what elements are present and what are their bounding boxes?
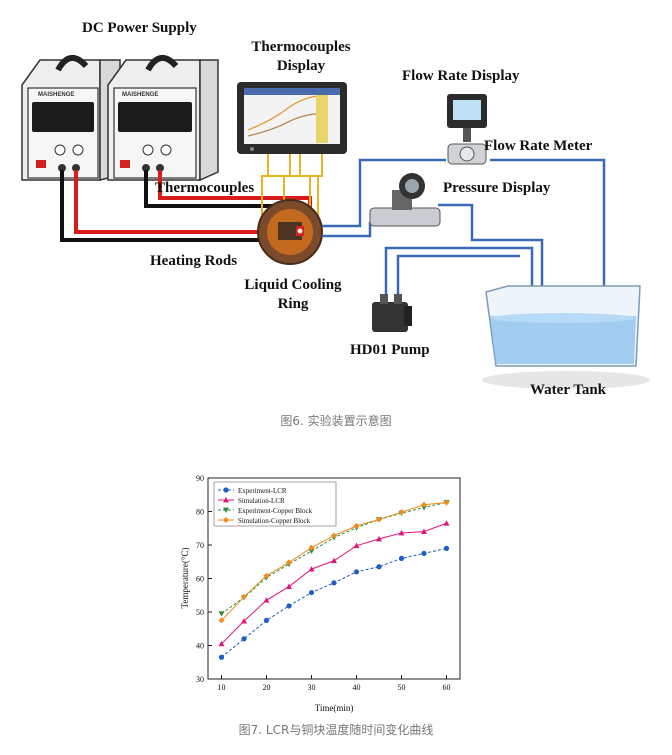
axis-ticks: 10 20 30 40 50 60 30 40 50 60 70 80 90 bbox=[196, 474, 451, 692]
caption-figure-7: 图7. LCR与铜块温度随时间变化曲线 bbox=[238, 723, 434, 737]
label-flow-rate-meter: Flow Rate Meter bbox=[484, 138, 593, 154]
data-point bbox=[398, 555, 405, 561]
data-point bbox=[443, 545, 450, 551]
label-thermocouples: Thermocouples bbox=[155, 180, 255, 196]
x-tick-label: 60 bbox=[443, 683, 451, 692]
thermocouple-wires bbox=[261, 154, 323, 215]
data-point bbox=[308, 544, 315, 551]
data-point bbox=[331, 532, 337, 539]
y-tick-label: 30 bbox=[196, 675, 204, 684]
y-tick-label: 90 bbox=[196, 474, 204, 483]
legend-swatch-marker bbox=[223, 487, 229, 493]
data-point bbox=[331, 557, 337, 564]
data-point bbox=[308, 566, 315, 572]
y-axis-label: Temperature(°C) bbox=[180, 548, 190, 609]
label-heating-rods: Heating Rods bbox=[150, 253, 238, 269]
x-axis-label: Time(min) bbox=[315, 703, 354, 713]
legend-label: Experiment-LCR bbox=[238, 487, 287, 495]
legend-swatch-marker bbox=[223, 507, 229, 513]
legend: Experiment-LCR Simulation-LCR Experiment-C… bbox=[213, 481, 337, 527]
legend-swatch-marker bbox=[223, 497, 229, 503]
legend-swatch-marker bbox=[223, 517, 229, 523]
data-point bbox=[443, 520, 450, 526]
y-tick-label: 40 bbox=[196, 642, 204, 651]
data-point bbox=[398, 529, 405, 536]
data-point bbox=[376, 516, 382, 523]
series-2 bbox=[218, 520, 450, 647]
x-tick-label: 50 bbox=[398, 683, 406, 692]
caption-figure-6: 图6. 实验装置示意图 bbox=[280, 414, 392, 428]
legend-box bbox=[213, 481, 337, 527]
data-point bbox=[308, 589, 315, 596]
data-point bbox=[241, 636, 247, 642]
data-point bbox=[218, 611, 225, 617]
y-tick-label: 60 bbox=[196, 575, 204, 584]
y-tick-label: 50 bbox=[196, 608, 204, 617]
data-point bbox=[218, 654, 225, 660]
x-tick-label: 20 bbox=[263, 683, 271, 692]
power-supply-brand-2: MAISHENGE bbox=[122, 92, 159, 98]
pump-device bbox=[372, 294, 412, 332]
water-tank-device bbox=[482, 285, 650, 389]
legend-label: Simulation-Copper Block bbox=[238, 517, 311, 525]
legend-label: Experiment-Copper Block bbox=[238, 507, 313, 515]
label-pressure-display: Pressure Display bbox=[443, 180, 551, 196]
data-point bbox=[331, 580, 337, 586]
data-point bbox=[218, 640, 225, 647]
label-dc-power-supply: DC Power Supply bbox=[82, 20, 197, 36]
liquid-cooling-ring-device bbox=[257, 199, 323, 265]
data-point bbox=[218, 617, 225, 624]
series-4 bbox=[218, 499, 450, 624]
data-point bbox=[353, 542, 360, 549]
setup-diagram: DC Power Supply Thermocouples Display Fl… bbox=[21, 20, 650, 398]
temperature-chart-svg: 10 20 30 40 50 60 30 40 50 60 70 80 90 Experiment-LC… bbox=[180, 474, 461, 713]
data-point bbox=[376, 564, 382, 570]
legend-label: Simulation-LCR bbox=[238, 497, 285, 505]
dc-power-supply-units bbox=[21, 55, 219, 182]
data-point bbox=[263, 597, 270, 603]
data-point bbox=[241, 593, 247, 600]
thermocouples-display-device bbox=[237, 82, 347, 154]
series-layer bbox=[218, 499, 450, 660]
series-1 bbox=[218, 545, 450, 660]
label-water-tank: Water Tank bbox=[530, 382, 607, 398]
label-liquid-cooling-ring: Liquid Cooling Ring bbox=[244, 277, 342, 312]
data-point bbox=[443, 499, 450, 506]
data-point bbox=[263, 572, 270, 579]
power-supply-brand-1: MAISHENGE bbox=[38, 92, 75, 98]
y-tick-label: 80 bbox=[196, 508, 204, 517]
x-tick-label: 30 bbox=[308, 683, 316, 692]
data-point bbox=[353, 569, 360, 575]
temperature-chart: 10 20 30 40 50 60 30 40 50 60 70 80 90 Experiment-LC… bbox=[178, 468, 478, 718]
data-point bbox=[286, 603, 292, 609]
data-point bbox=[353, 522, 360, 529]
y-tick-label: 70 bbox=[196, 541, 204, 550]
label-hd01-pump: HD01 Pump bbox=[350, 342, 430, 358]
data-point bbox=[286, 559, 292, 566]
x-tick-label: 10 bbox=[218, 683, 226, 692]
setup-diagram-drawing bbox=[21, 55, 650, 389]
pressure-display-device bbox=[369, 173, 441, 227]
data-point bbox=[421, 528, 427, 534]
data-point bbox=[263, 617, 270, 623]
data-point bbox=[241, 618, 247, 624]
data-point bbox=[376, 535, 382, 542]
data-point bbox=[398, 509, 405, 516]
label-flow-rate-display: Flow Rate Display bbox=[402, 68, 520, 84]
data-point bbox=[421, 550, 427, 556]
x-tick-label: 40 bbox=[353, 683, 361, 692]
data-point bbox=[308, 548, 315, 555]
data-point bbox=[421, 501, 427, 508]
label-thermocouples-display: Thermocouples Display bbox=[251, 39, 351, 74]
flow-rate-meter-device bbox=[447, 94, 487, 165]
data-point bbox=[286, 583, 292, 589]
